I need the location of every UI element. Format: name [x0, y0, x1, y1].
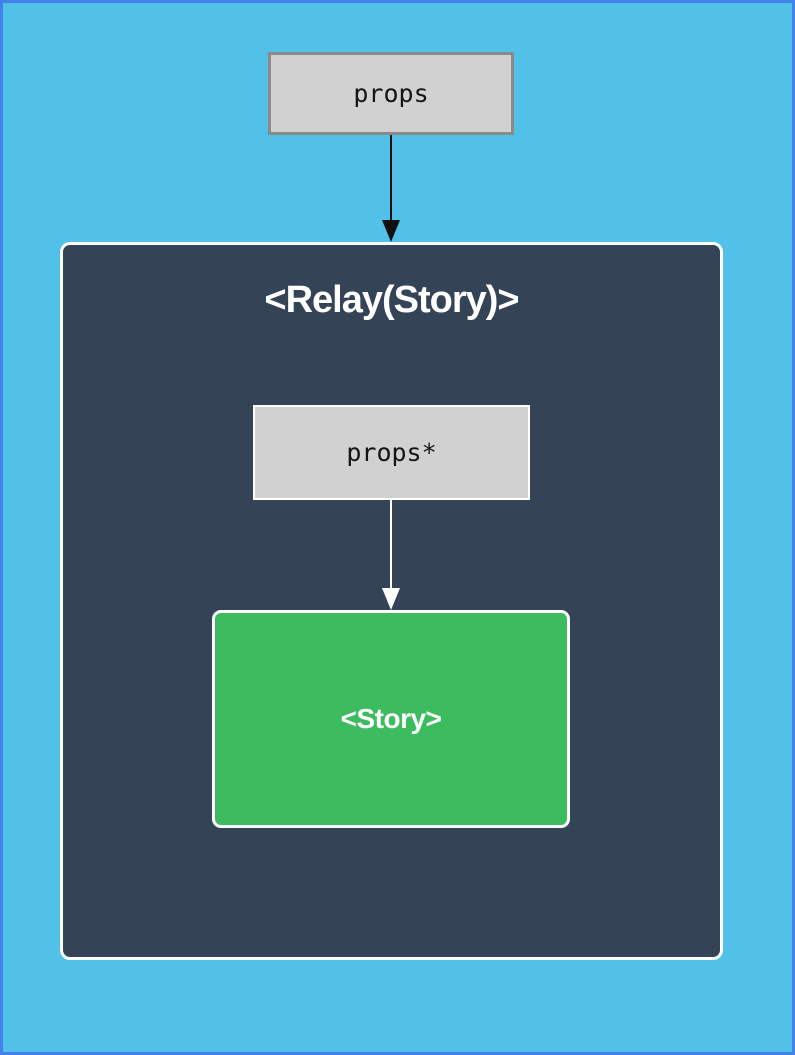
story-label: <Story>	[340, 703, 442, 734]
relay-story-title: <Relay(Story)>	[264, 279, 519, 321]
props-star-to-story-arrow	[382, 500, 400, 610]
arrow-head-icon	[382, 588, 400, 610]
arrow-shaft	[390, 135, 392, 220]
relay-story-container: <Relay(Story)> props* <Story>	[60, 242, 723, 960]
props-box: props	[268, 52, 514, 135]
props-to-relay-arrow	[382, 135, 400, 242]
props-star-box: props*	[253, 405, 530, 500]
props-label: props	[353, 79, 429, 108]
story-box: <Story>	[212, 610, 570, 828]
arrow-head-icon	[382, 220, 400, 242]
arrow-shaft	[390, 500, 392, 588]
props-star-label: props*	[346, 438, 437, 467]
